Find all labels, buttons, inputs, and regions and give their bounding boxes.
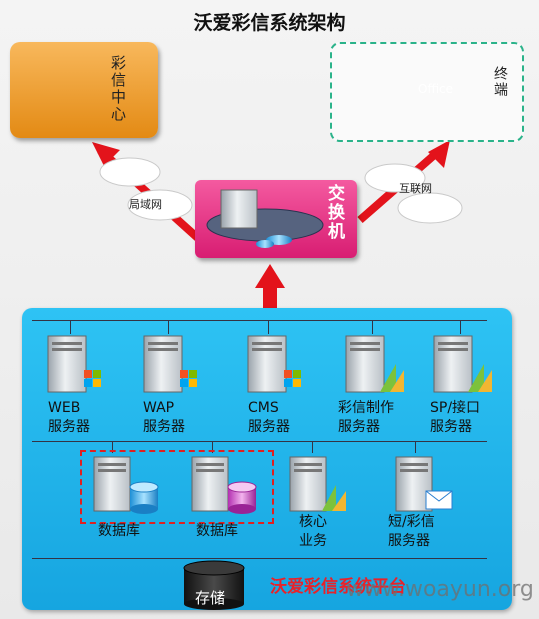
wap-server-label: WAP 服务器 [143,399,185,437]
web-server-label-line2: 服务器 [48,419,90,435]
drop-line [268,320,269,334]
drop-line [168,320,169,334]
lan-label: 局域网 [129,198,162,211]
wap-server-label-line2: 服务器 [143,419,185,435]
storage-label: 存储 [195,589,226,607]
sms-server-label-line2: 服务器 [388,533,430,549]
diagram-title: 沃爱彩信系统架构 [193,12,346,34]
drop-line [372,320,373,334]
cms-server-label: CMS 服务器 [248,399,290,437]
mms-production-server-icon [345,335,404,393]
cms-server-icon [247,335,301,393]
internet-label: 互联网 [399,182,432,195]
sp-interface-server-label-line1: SP/接口 [430,400,481,416]
sp-interface-server-label: SP/接口 服务器 [430,399,480,437]
mms-production-server-label: 彩信制作 服务器 [338,399,394,437]
sp-interface-server-icon [433,335,492,393]
middle-bus-line [32,441,487,442]
sms-server-label: 短/彩信 服务器 [388,513,435,551]
terminal-box [330,42,524,142]
switch-icon-inner [206,189,324,248]
database-server-icon [93,456,159,514]
database-group-outline [80,450,274,524]
mms-center-label: 彩信中心 [109,55,127,123]
wap-server-label-line1: WAP [143,400,175,416]
drop-line [212,441,213,453]
top-bus-line [32,320,487,321]
database-label-1: 数据库 [98,523,140,539]
sms-server-label-line1: 短/彩信 [388,514,435,530]
mms-production-server-label-line1: 彩信制作 [338,400,394,416]
terminal-label: 终端 [492,66,508,98]
drop-line [312,441,313,453]
core-business-label: 核心 业务 [299,513,327,551]
bottom-bus-line [32,558,487,559]
cms-server-label-line1: CMS [248,400,279,416]
web-server-label: WEB 服务器 [48,399,90,437]
core-business-server-icon [289,456,346,512]
internet-cloud [364,163,463,224]
database-label-2: 数据库 [196,523,238,539]
mms-center-box [10,42,158,138]
core-business-label-line1: 核心 [299,514,327,530]
mms-production-server-label-line2: 服务器 [338,419,380,435]
platform-name: 沃爱彩信系统平台 [270,577,406,597]
wap-server-icon [143,335,197,393]
core-business-label-line2: 业务 [299,533,327,549]
office-screen-label: Office [418,82,454,96]
sms-server-icon [395,456,453,512]
drop-line [70,320,71,334]
drop-line [112,441,113,453]
drop-line [460,320,461,334]
drop-line [415,441,416,453]
database-server-icon [191,456,257,514]
lan-cloud [99,157,193,221]
switch-label: 交换机 [324,184,344,241]
web-server-label-line1: WEB [48,400,81,416]
cms-server-label-line2: 服务器 [248,419,290,435]
watermark-text: www.woayun.org [346,577,534,602]
web-server-icon [47,335,101,393]
storage-cylinder-icon [183,560,245,610]
sp-interface-server-label-line2: 服务器 [430,419,472,435]
